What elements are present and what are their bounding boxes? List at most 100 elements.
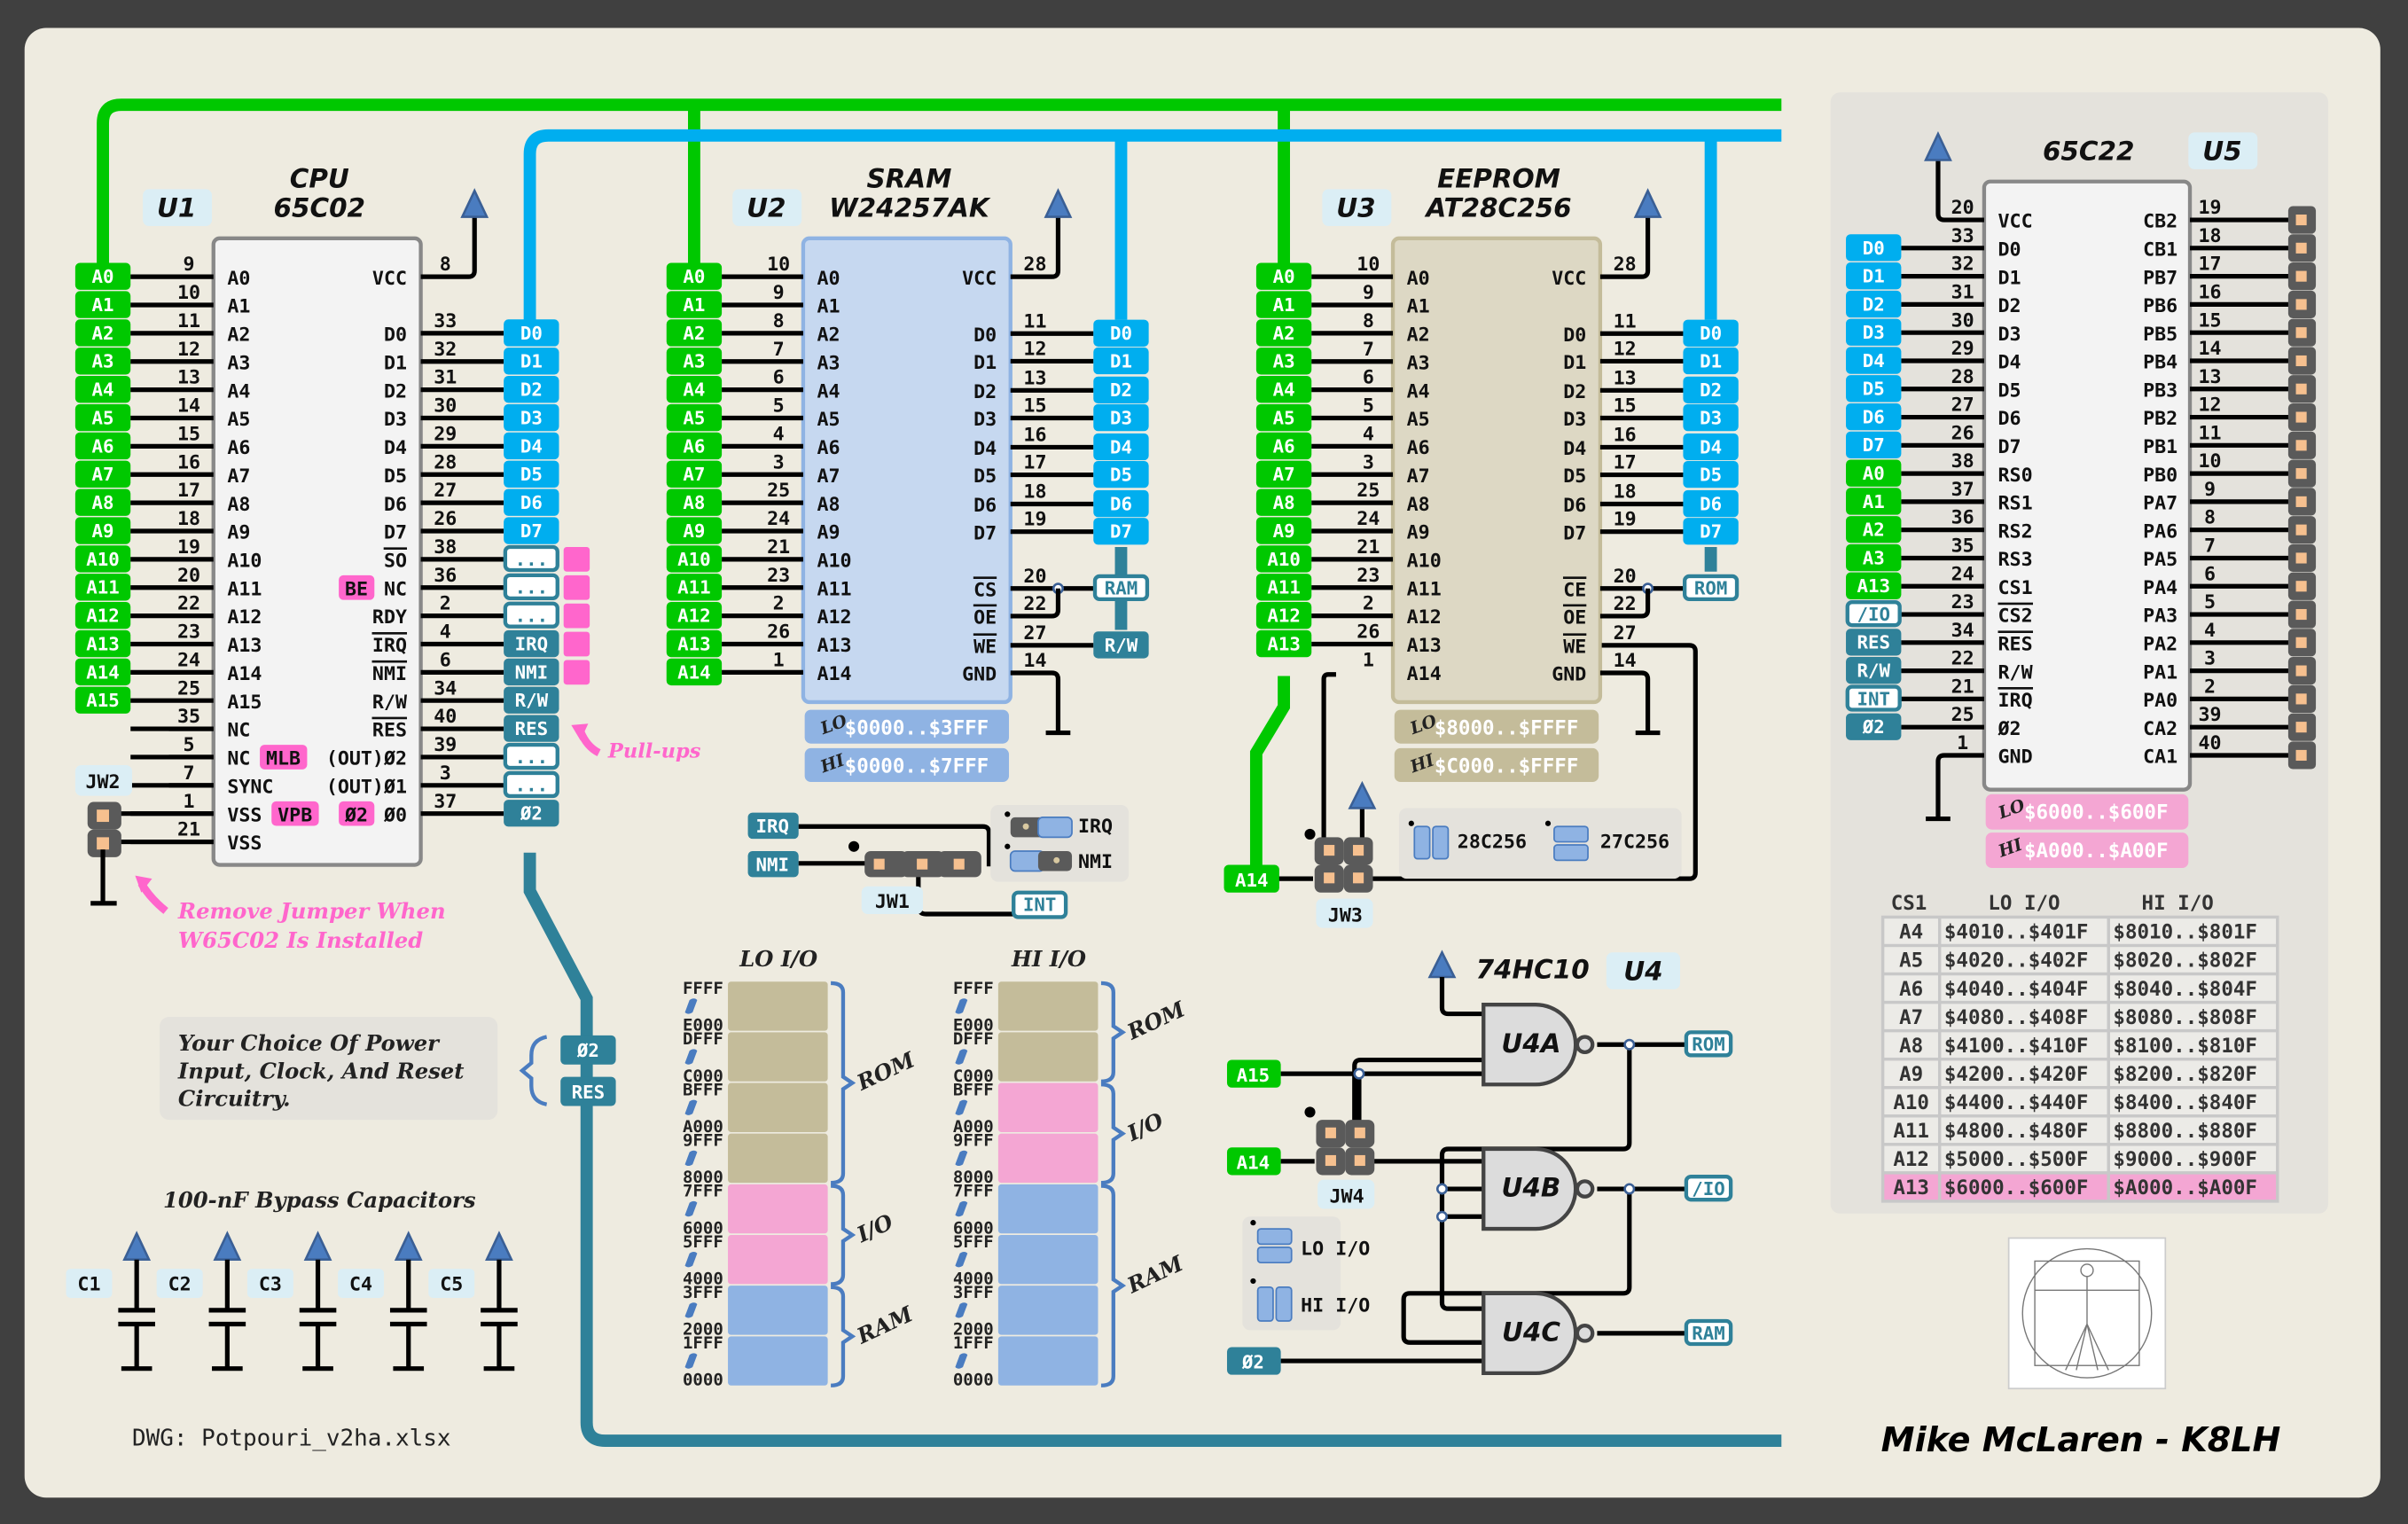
u1-tag-2[interactable]: Ø2 bbox=[504, 800, 559, 827]
u4-a14-tag[interactable]: A14 bbox=[1226, 1147, 1281, 1176]
u3-eeprom-tag-a1[interactable]: A1 bbox=[1255, 291, 1312, 318]
u5-port-header-pin[interactable] bbox=[2287, 402, 2317, 432]
u3-eeprom-tag-a2[interactable]: A2 bbox=[1255, 319, 1312, 347]
u2-tag-d6[interactable]: D6 bbox=[1093, 489, 1149, 518]
u5-port-header-pin[interactable] bbox=[2287, 741, 2317, 770]
u1-cpu-tag-a1[interactable]: A1 bbox=[74, 291, 131, 318]
u3-tag-d7[interactable]: D7 bbox=[1683, 518, 1739, 545]
u4-output-ram[interactable]: RAM bbox=[1684, 1318, 1733, 1347]
u1-tag-nc-3[interactable]: ... bbox=[503, 770, 559, 799]
u1-tag-d0[interactable]: D0 bbox=[504, 319, 559, 347]
u5-tag-a1[interactable]: A1 bbox=[1846, 488, 1902, 515]
u1-tag-nc-2[interactable]: ... bbox=[503, 601, 559, 629]
u5-tag-rw[interactable]: R/W bbox=[1846, 657, 1902, 684]
u4-output-io[interactable]: /IO bbox=[1684, 1175, 1733, 1202]
u3-tag-rom[interactable]: ROM bbox=[1682, 574, 1740, 602]
u5-tag-a2[interactable]: A2 bbox=[1846, 516, 1902, 543]
u5-port-header-pin[interactable] bbox=[2287, 713, 2317, 741]
u2-sram-tag-a7[interactable]: A7 bbox=[666, 460, 723, 488]
u3-tag-d1[interactable]: D1 bbox=[1683, 347, 1739, 375]
u5-tag-d1[interactable]: D1 bbox=[1846, 262, 1902, 290]
u3-eeprom-tag-a13[interactable]: A13 bbox=[1255, 629, 1312, 658]
u1-cpu-tag-a12[interactable]: A12 bbox=[74, 602, 131, 629]
u2-tag-d1[interactable]: D1 bbox=[1093, 347, 1149, 375]
u2-sram-tag-a3[interactable]: A3 bbox=[666, 348, 723, 375]
u3-tag-d0[interactable]: D0 bbox=[1683, 319, 1739, 347]
u1-cpu-tag-a7[interactable]: A7 bbox=[74, 460, 131, 488]
u3-eeprom-tag-a8[interactable]: A8 bbox=[1255, 488, 1312, 516]
u5-port-header-pin[interactable] bbox=[2287, 347, 2317, 375]
u2-tag-rw[interactable]: R/W bbox=[1093, 631, 1149, 659]
u5-port-header-pin[interactable] bbox=[2287, 431, 2317, 459]
u2-sram-tag-a6[interactable]: A6 bbox=[666, 432, 723, 460]
u5-tag-2[interactable]: Ø2 bbox=[1846, 713, 1902, 740]
u5-tag-d3[interactable]: D3 bbox=[1846, 318, 1902, 346]
u5-port-header-pin[interactable] bbox=[2287, 459, 2317, 488]
u2-tag-d0[interactable]: D0 bbox=[1093, 319, 1149, 347]
u2-tag-ram[interactable]: RAM bbox=[1092, 574, 1150, 602]
u1-tag-d7[interactable]: D7 bbox=[504, 517, 559, 544]
u2-tag-d4[interactable]: D4 bbox=[1093, 433, 1149, 461]
u5-port-header-pin[interactable] bbox=[2287, 290, 2317, 318]
u1-tag-d2[interactable]: D2 bbox=[504, 376, 559, 403]
u3-eeprom-tag-a7[interactable]: A7 bbox=[1255, 460, 1312, 488]
u5-tag-d5[interactable]: D5 bbox=[1846, 375, 1902, 402]
u1-cpu-tag-a14[interactable]: A14 bbox=[74, 658, 131, 686]
u2-sram-tag-a8[interactable]: A8 bbox=[666, 488, 723, 516]
u5-tag-d7[interactable]: D7 bbox=[1846, 431, 1902, 459]
u3-eeprom-tag-a10[interactable]: A10 bbox=[1255, 545, 1312, 573]
u5-port-header-pin[interactable] bbox=[2287, 262, 2317, 291]
u3-tag-d5[interactable]: D5 bbox=[1683, 461, 1739, 488]
u5-tag-io[interactable]: /IO bbox=[1845, 600, 1902, 628]
u5-tag-res[interactable]: RES bbox=[1846, 629, 1902, 656]
u2-sram-tag-a12[interactable]: A12 bbox=[666, 602, 723, 629]
u5-port-header-pin[interactable] bbox=[2287, 572, 2317, 600]
u1-tag-irq[interactable]: IRQ bbox=[504, 629, 559, 658]
u5-tag-d0[interactable]: D0 bbox=[1846, 234, 1902, 262]
u4-output-rom[interactable]: ROM bbox=[1684, 1030, 1733, 1058]
u5-port-header-pin[interactable] bbox=[2287, 516, 2317, 544]
u1-cpu-tag-a8[interactable]: A8 bbox=[74, 488, 131, 516]
u1-cpu-tag-a5[interactable]: A5 bbox=[74, 403, 131, 432]
u3-tag-d2[interactable]: D2 bbox=[1683, 376, 1739, 404]
u5-port-header-pin[interactable] bbox=[2287, 375, 2317, 403]
u5-tag-d2[interactable]: D2 bbox=[1846, 290, 1902, 318]
u1-cpu-tag-a11[interactable]: A11 bbox=[74, 574, 131, 601]
u2-sram-tag-a10[interactable]: A10 bbox=[666, 545, 723, 573]
u2-sram-tag-a2[interactable]: A2 bbox=[666, 319, 723, 347]
u5-port-header-pin[interactable] bbox=[2287, 600, 2317, 629]
jw3-a14-tag[interactable]: A14 bbox=[1224, 864, 1279, 893]
u5-tag-d4[interactable]: D4 bbox=[1846, 347, 1902, 374]
u2-tag-d2[interactable]: D2 bbox=[1093, 376, 1149, 404]
u1-cpu-tag-a9[interactable]: A9 bbox=[74, 517, 131, 544]
u1-cpu-tag-a0[interactable]: A0 bbox=[74, 262, 131, 290]
u2-tag-d3[interactable]: D3 bbox=[1093, 403, 1149, 432]
u3-tag-d3[interactable]: D3 bbox=[1683, 403, 1739, 432]
u2-sram-tag-a4[interactable]: A4 bbox=[666, 376, 723, 403]
u2-tag-d7[interactable]: D7 bbox=[1093, 518, 1149, 545]
u5-tag-d6[interactable]: D6 bbox=[1846, 402, 1902, 431]
jw3-header[interactable] bbox=[1314, 837, 1373, 893]
u1-tag-d3[interactable]: D3 bbox=[504, 403, 559, 432]
jw1-header[interactable] bbox=[864, 850, 981, 878]
u1-tag-d1[interactable]: D1 bbox=[504, 348, 559, 375]
u5-port-header-pin[interactable] bbox=[2287, 629, 2317, 657]
u3-eeprom-tag-a3[interactable]: A3 bbox=[1255, 348, 1312, 375]
u1-tag-nc-39[interactable]: ... bbox=[503, 742, 559, 770]
u3-eeprom-tag-a6[interactable]: A6 bbox=[1255, 432, 1312, 460]
u2-sram-tag-a1[interactable]: A1 bbox=[666, 291, 723, 318]
power-tag-phi2[interactable]: Ø2 bbox=[560, 1035, 616, 1065]
u3-eeprom-tag-a4[interactable]: A4 bbox=[1255, 376, 1312, 403]
u1-tag-nc-38[interactable]: ... bbox=[503, 544, 559, 573]
u1-cpu-tag-a4[interactable]: A4 bbox=[74, 376, 131, 403]
u5-port-header-pin[interactable] bbox=[2287, 684, 2317, 713]
u3-eeprom-tag-a11[interactable]: A11 bbox=[1255, 574, 1312, 601]
u1-tag-res[interactable]: RES bbox=[504, 715, 559, 742]
jw1-nmi-tag[interactable]: NMI bbox=[747, 850, 799, 878]
u1-tag-d5[interactable]: D5 bbox=[504, 460, 559, 488]
u5-tag-int[interactable]: INT bbox=[1845, 684, 1902, 712]
u1-tag-nc-36[interactable]: ... bbox=[503, 573, 559, 601]
u5-port-header-pin[interactable] bbox=[2287, 234, 2317, 262]
jw4-header[interactable] bbox=[1316, 1120, 1375, 1176]
u3-eeprom-tag-a12[interactable]: A12 bbox=[1255, 602, 1312, 629]
